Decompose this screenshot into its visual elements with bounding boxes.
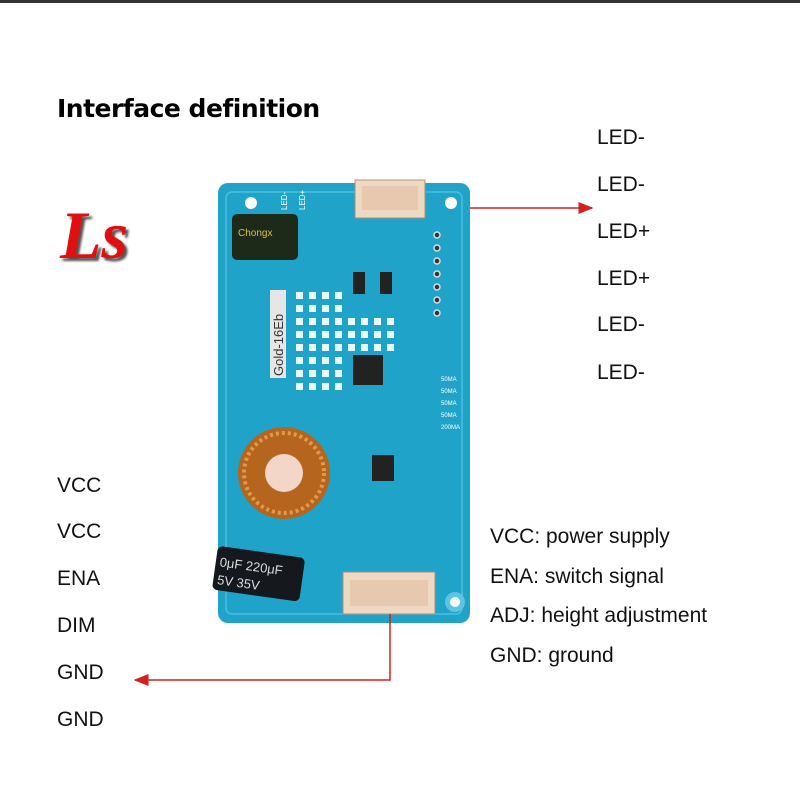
capacitor [212, 546, 305, 602]
thermal-via [322, 292, 329, 299]
pin-description: ADJ: height adjustment [490, 604, 708, 627]
thermal-via [296, 331, 303, 338]
page-title: Interface definition [57, 94, 320, 123]
pin-description: ENA: switch signal [490, 565, 664, 588]
input-pin: VCC [57, 474, 102, 497]
svg-text:5V 35V: 5V 35V [216, 572, 261, 593]
thermal-via [361, 331, 368, 338]
thermal-via [348, 318, 355, 325]
thermal-via [335, 331, 342, 338]
thermal-via [335, 357, 342, 364]
input-pin: DIM [57, 614, 96, 637]
thermal-via [374, 331, 381, 338]
input-pin: GND [57, 661, 104, 684]
thermal-via [296, 344, 303, 351]
output-pin: LED- [597, 126, 645, 149]
thermal-via [296, 305, 303, 312]
output-pin: LED- [597, 173, 645, 196]
output-pin: LED- [597, 313, 645, 336]
svg-text:LED-: LED- [280, 191, 289, 210]
svg-text:200MA: 200MA [441, 425, 460, 431]
svg-text:LED+: LED+ [298, 189, 307, 210]
svg-text:50MA: 50MA [441, 389, 457, 395]
svg-text:50MA: 50MA [441, 413, 457, 419]
thermal-via [309, 370, 316, 377]
thermal-via [335, 305, 342, 312]
pin-description: GND: ground [490, 644, 614, 667]
thermal-via [387, 344, 394, 351]
thermal-via [309, 357, 316, 364]
thermal-via [309, 383, 316, 390]
pin-description: VCC: power supply [490, 525, 670, 548]
thermal-via [322, 344, 329, 351]
thermal-via [387, 331, 394, 338]
thermal-via [322, 357, 329, 364]
thermal-via [335, 292, 342, 299]
top-border [0, 0, 800, 3]
thermal-via [296, 370, 303, 377]
thermal-via [335, 383, 342, 390]
svg-text:Chongx: Chongx [238, 228, 272, 239]
thermal-via [374, 344, 381, 351]
thermal-via [296, 357, 303, 364]
thermal-via [322, 370, 329, 377]
output-pin: LED- [597, 361, 645, 384]
thermal-via [335, 344, 342, 351]
thermal-via [322, 305, 329, 312]
thermal-via [309, 331, 316, 338]
capacitor [232, 214, 298, 260]
output-pin: LED+ [597, 267, 651, 290]
thermal-via [348, 344, 355, 351]
input-pin: GND [57, 708, 104, 731]
output-pin: LED+ [597, 220, 651, 243]
svg-text:50MA: 50MA [441, 377, 457, 383]
thermal-via [335, 318, 342, 325]
ic-chip [372, 455, 394, 481]
thermal-via [296, 383, 303, 390]
thermal-via [309, 292, 316, 299]
model-label: Gold-16Eb [271, 314, 286, 376]
thermal-via [309, 344, 316, 351]
mount-hole [245, 197, 257, 209]
thermal-via [348, 331, 355, 338]
thermal-via [361, 318, 368, 325]
thermal-via [296, 318, 303, 325]
thermal-via [296, 292, 303, 299]
thermal-via [335, 370, 342, 377]
mosfet [353, 355, 383, 385]
thermal-via [374, 318, 381, 325]
thermal-via [387, 318, 394, 325]
thermal-via [322, 331, 329, 338]
thermal-via [309, 305, 316, 312]
input-pin: ENA [57, 567, 101, 590]
thermal-via [322, 383, 329, 390]
svg-text:50MA: 50MA [441, 401, 457, 407]
thermal-via [309, 318, 316, 325]
input-pin: VCC [57, 520, 102, 543]
thermal-via [322, 318, 329, 325]
mount-hole [445, 197, 457, 209]
input-arrow [133, 614, 391, 686]
brand-logo: Ls [60, 197, 128, 273]
thermal-via [361, 344, 368, 351]
